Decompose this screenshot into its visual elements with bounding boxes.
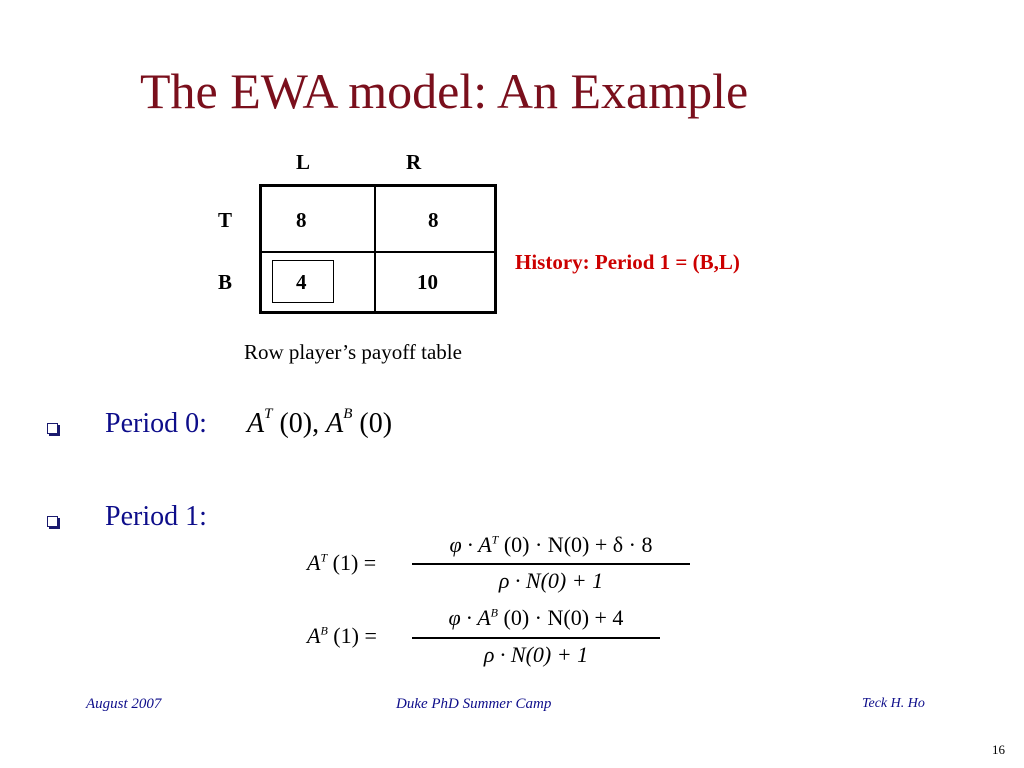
cell-b-l: 4 bbox=[296, 270, 307, 294]
column-header-r: R bbox=[406, 150, 422, 174]
footer-author: Teck H. Ho bbox=[862, 696, 925, 711]
cell-t-l: 8 bbox=[296, 208, 307, 232]
math-arg-2: (0) bbox=[359, 408, 393, 439]
eq1-numerator: φ · AT (0) · N(0) + δ · 8 bbox=[412, 532, 690, 558]
row-header-b: B bbox=[218, 270, 233, 294]
table-divider-horizontal bbox=[262, 251, 494, 253]
eq1-lhs-sup: T bbox=[320, 550, 328, 565]
eq2-num-a: φ · A bbox=[448, 605, 491, 630]
payoff-table bbox=[259, 184, 497, 314]
bullet-square-icon bbox=[47, 516, 58, 527]
period-0-math: AT (0), AB (0) bbox=[247, 405, 393, 440]
eq2-lhs-rest: (1) = bbox=[333, 623, 377, 648]
table-divider-vertical bbox=[374, 187, 376, 311]
math-a-term: A bbox=[247, 408, 265, 439]
eq2-num-sup: B bbox=[490, 605, 498, 620]
eq2-den: ρ · N(0) + 1 bbox=[483, 642, 589, 667]
eq1-lhs-a: A bbox=[307, 550, 321, 575]
highlighted-cell-box bbox=[272, 260, 334, 303]
period-0-label: Period 0: bbox=[105, 408, 207, 439]
eq2-lhs-sup: B bbox=[320, 623, 328, 638]
footer-date: August 2007 bbox=[86, 696, 162, 712]
cell-t-r: 8 bbox=[428, 208, 439, 232]
eq2-numerator: φ · AB (0) · N(0) + 4 bbox=[412, 605, 660, 631]
eq1-lhs-rest: (1) = bbox=[332, 550, 377, 575]
column-header-l: L bbox=[296, 150, 311, 174]
footer-event: Duke PhD Summer Camp bbox=[396, 696, 552, 712]
math-sup-t: T bbox=[264, 405, 273, 422]
row-header-t: T bbox=[218, 208, 233, 232]
eq1-den: ρ · N(0) + 1 bbox=[498, 568, 604, 593]
eq2-lhs: AB (1) = bbox=[307, 623, 377, 649]
math-sup-b: B bbox=[343, 405, 353, 422]
eq1-num-a: φ · A bbox=[449, 532, 492, 557]
bullet-square-icon bbox=[47, 423, 58, 434]
eq1-denominator: ρ · N(0) + 1 bbox=[412, 568, 690, 594]
math-a-term-2: A bbox=[326, 408, 344, 439]
page-number: 16 bbox=[992, 742, 1005, 757]
history-note: History: Period 1 = (B,L) bbox=[515, 250, 740, 274]
eq2-fraction-bar bbox=[412, 637, 660, 639]
eq1-num-sup: T bbox=[491, 532, 499, 547]
eq2-denominator: ρ · N(0) + 1 bbox=[412, 642, 660, 668]
table-caption: Row player’s payoff table bbox=[244, 340, 462, 364]
eq1-num-rest: (0) · N(0) + δ · 8 bbox=[503, 532, 653, 557]
eq1-fraction-bar bbox=[412, 563, 690, 565]
slide-title: The EWA model: An Example bbox=[140, 63, 749, 119]
eq2-lhs-a: A bbox=[307, 623, 321, 648]
eq2-num-rest: (0) · N(0) + 4 bbox=[503, 605, 624, 630]
math-arg-1: (0), bbox=[279, 408, 320, 439]
eq1-lhs: AT (1) = bbox=[307, 550, 376, 576]
period-1-label: Period 1: bbox=[105, 501, 207, 532]
cell-b-r: 10 bbox=[417, 270, 438, 294]
